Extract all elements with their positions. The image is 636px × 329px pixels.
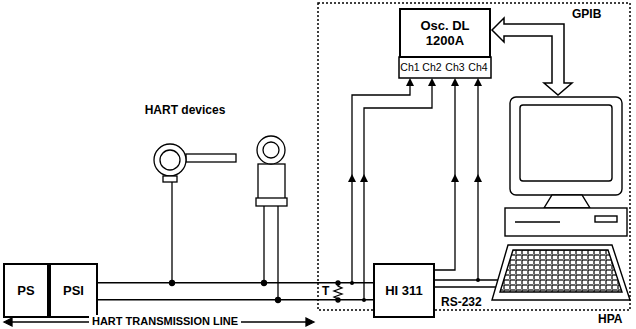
channel-label: Ch1	[400, 61, 419, 74]
hart-device	[256, 136, 287, 303]
transmission-wire	[98, 299, 373, 300]
oscilloscope-box: Osc. DL 1200A	[399, 8, 491, 58]
power-supply-box: PS	[3, 263, 49, 318]
channel-strip	[399, 57, 491, 78]
bus-label: RS-232	[441, 296, 482, 309]
transmission-wire	[98, 282, 373, 283]
interface-box: PSI	[49, 263, 98, 318]
span-label: HART TRANSMISSION LINE	[89, 315, 241, 328]
box-text: PSI	[63, 283, 84, 298]
box-text: HI 311	[385, 283, 423, 298]
modem-box: HI 311	[373, 263, 435, 318]
hart-device	[154, 144, 236, 286]
channel-label: Ch3	[445, 61, 464, 74]
channel-label: Ch4	[468, 61, 487, 74]
device-caption: HART devices	[145, 104, 226, 117]
resistor-symbol	[334, 281, 342, 302]
gpib-arrow	[492, 18, 572, 95]
resistor-label: T	[322, 285, 329, 298]
hpa-region	[318, 3, 630, 310]
bus-label: GPIB	[572, 8, 601, 21]
box-text: PS	[17, 283, 34, 298]
region-label: HPA	[598, 313, 622, 326]
channel-label: Ch2	[422, 61, 441, 74]
pc-computer	[492, 97, 630, 300]
box-text: Osc. DL 1200A	[412, 18, 478, 48]
